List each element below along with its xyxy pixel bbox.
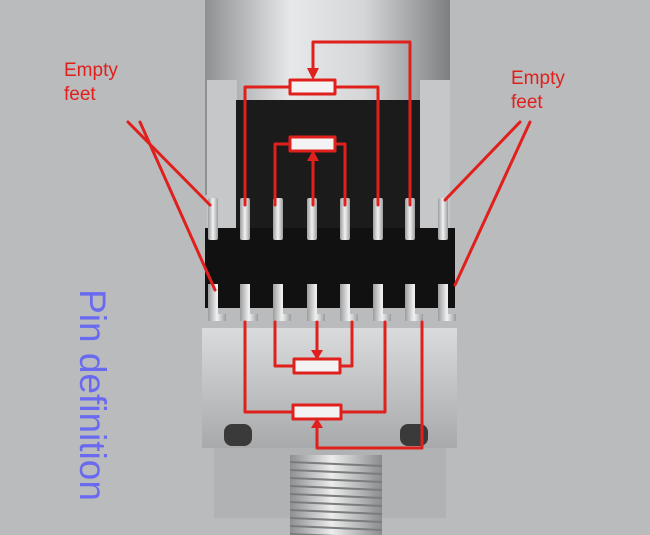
- pointer-left-lower: [138, 120, 217, 292]
- resistor-lower-inner: [292, 357, 342, 375]
- pin-definition-label: Pin definition: [62, 270, 122, 520]
- mount-hole-right: [400, 424, 428, 446]
- upper-inner-right-wire: [333, 142, 347, 207]
- thread-line: [289, 509, 383, 515]
- lower-inner-left-wire: [273, 320, 296, 368]
- thread-line: [289, 469, 383, 475]
- upper-outer-left-wire: [243, 85, 292, 207]
- upper-pin-4: [307, 198, 317, 240]
- pointer-right-upper: [443, 120, 522, 202]
- lower-pin-8: [438, 284, 456, 321]
- thread-line: [289, 501, 383, 507]
- empty-feet-label-right: Empty feet: [511, 67, 565, 115]
- lower-pin-3: [273, 284, 291, 321]
- upper-pin-1: [208, 198, 218, 240]
- thread-line: [289, 517, 383, 523]
- empty-feet-left-line1: Empty: [64, 60, 118, 81]
- arrow-lower-outer: [311, 418, 323, 428]
- lower-pin-7: [405, 284, 423, 321]
- schematic-overlay: [126, 40, 532, 450]
- lower-pin-6: [373, 284, 391, 321]
- upper-pin-5: [340, 198, 350, 240]
- resistor-upper-inner: [288, 135, 337, 153]
- upper-pin-row: [208, 198, 448, 240]
- upper-pin-7: [405, 198, 415, 240]
- empty-feet-right-line2: feet: [511, 92, 543, 113]
- arrow-upper-outer: [307, 68, 319, 80]
- lower-pin-4: [307, 284, 325, 321]
- lower-outer-right-wire: [339, 320, 387, 414]
- wiper-arrowheads: [307, 68, 323, 428]
- pointer-left-upper: [126, 120, 212, 207]
- upper-outer-wiper-wire: [311, 40, 412, 207]
- upper-pin-3: [273, 198, 283, 240]
- thread-line: [289, 477, 383, 483]
- lower-outer-left-wire: [243, 320, 295, 414]
- lower-inner-right-wire: [338, 320, 354, 368]
- arrow-lower-inner: [311, 350, 323, 360]
- thread-line: [289, 461, 383, 467]
- pin-definition-text: Pin definition: [72, 289, 113, 501]
- arrow-upper-inner: [307, 150, 319, 161]
- lower-pin-5: [340, 284, 358, 321]
- upper-outer-right-wire: [333, 85, 380, 207]
- empty-feet-label-left: Empty feet: [64, 59, 118, 107]
- thread-line: [289, 525, 383, 531]
- lower-pin-2: [240, 284, 258, 321]
- resistor-lower-outer: [291, 403, 343, 421]
- thread-line: [289, 493, 383, 499]
- upper-inner-left-wire: [273, 142, 292, 207]
- resistor-upper-outer: [288, 78, 337, 96]
- lower-pin-row: [208, 284, 456, 321]
- upper-pin-8: [438, 198, 448, 240]
- pointer-right-lower: [453, 120, 532, 287]
- upper-pin-6: [373, 198, 383, 240]
- thread-line: [289, 485, 383, 491]
- mount-hole-left: [224, 424, 252, 446]
- upper-pin-2: [240, 198, 250, 240]
- back-plate: [236, 100, 420, 240]
- empty-feet-right-line1: Empty: [511, 68, 565, 89]
- empty-feet-left-line2: feet: [64, 84, 96, 105]
- lower-outer-wiper-wire: [315, 320, 424, 450]
- lower-pin-1: [208, 284, 226, 321]
